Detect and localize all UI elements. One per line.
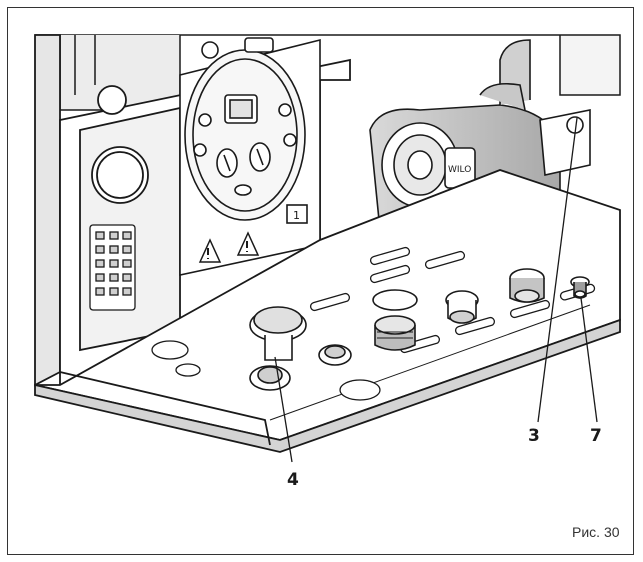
gas-valve-fitting (249, 306, 352, 391)
svg-text:WILO: WILO (448, 165, 471, 175)
tray-slots (151, 246, 596, 401)
back-panel (35, 34, 621, 111)
callout-4: 4 (287, 470, 299, 490)
control-panel: 1 (179, 37, 321, 276)
leader-lines (274, 117, 598, 463)
callout-3: 3 (528, 426, 540, 446)
svg-text:1: 1 (293, 209, 300, 222)
terminal-connector (89, 224, 136, 311)
figure-caption: Рис. 30 (572, 524, 620, 540)
drain-valve (570, 276, 590, 299)
warning-triangle-icon (236, 231, 260, 256)
callout-7: 7 (590, 426, 602, 446)
warning-triangle-icon (198, 238, 222, 263)
threaded-fitting (372, 268, 545, 351)
